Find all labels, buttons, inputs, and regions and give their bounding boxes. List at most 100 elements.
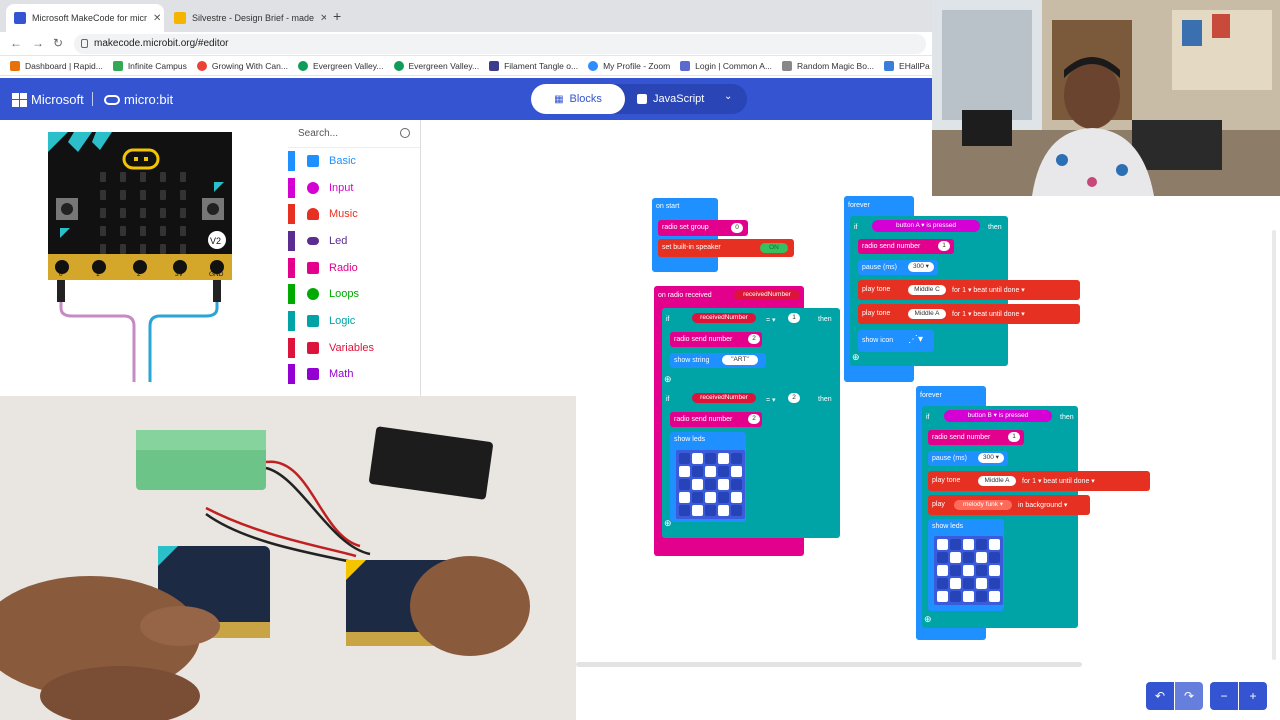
led-cell[interactable] <box>692 479 703 490</box>
led-cell[interactable] <box>950 539 961 550</box>
category-basic[interactable]: Basic <box>288 148 420 174</box>
led-cell[interactable] <box>937 591 948 602</box>
led-cell[interactable] <box>937 578 948 589</box>
tab-makecode[interactable]: Microsoft MakeCode for micr ✕ <box>6 4 164 32</box>
pause-block[interactable]: pause (ms) 300 ▾ <box>928 451 1008 466</box>
led-cell[interactable] <box>679 466 690 477</box>
led-cell[interactable] <box>976 552 987 563</box>
blocks-workspace[interactable]: on start radio set group 0 set built-in … <box>576 120 1280 720</box>
bookmark[interactable]: Evergreen Valley... <box>297 60 384 71</box>
category-input[interactable]: Input <box>288 175 420 201</box>
led-cell[interactable] <box>679 505 690 516</box>
show-icon-block[interactable]: show icon ⋰▾ <box>858 330 934 352</box>
led-cell[interactable] <box>976 591 987 602</box>
close-icon[interactable]: ✕ <box>153 12 162 24</box>
led-cell[interactable] <box>718 466 729 477</box>
led-cell[interactable] <box>718 479 729 490</box>
led-cell[interactable] <box>976 539 987 550</box>
led-cell[interactable] <box>679 479 690 490</box>
microbit-logo[interactable]: micro:bit <box>104 92 173 107</box>
led-cell[interactable] <box>731 505 742 516</box>
back-icon[interactable]: ← <box>10 36 22 50</box>
led-cell[interactable] <box>731 492 742 503</box>
play-tone-block[interactable]: play tone Middle C for 1 ▾ beat until do… <box>858 280 1080 300</box>
add-icon[interactable]: ⊕ <box>924 614 932 624</box>
led-cell[interactable] <box>963 539 974 550</box>
vertical-scrollbar[interactable] <box>1272 230 1276 660</box>
led-cell[interactable] <box>692 453 703 464</box>
play-tone-block[interactable]: play tone Middle A for 1 ▾ beat until do… <box>858 304 1080 324</box>
led-cell[interactable] <box>731 479 742 490</box>
add-icon[interactable]: ⊕ <box>664 518 672 528</box>
bookmark[interactable]: Growing With Can... <box>196 60 288 71</box>
led-cell[interactable] <box>976 578 987 589</box>
radio-set-group-block[interactable]: radio set group 0 <box>658 220 748 236</box>
radio-send-number-block[interactable]: radio send number 2 <box>670 412 762 427</box>
tab-design-brief[interactable]: Silvestre - Design Brief - made ✕ <box>166 4 326 32</box>
led-cell[interactable] <box>989 591 1000 602</box>
icon-picker-icon[interactable]: ⋰▾ <box>908 334 924 345</box>
close-icon[interactable]: ✕ <box>320 12 326 24</box>
led-cell[interactable] <box>976 565 987 576</box>
led-cell[interactable] <box>705 453 716 464</box>
bookmark[interactable]: Evergreen Valley... <box>393 60 479 71</box>
pause-block[interactable]: pause (ms) 300 ▾ <box>858 260 938 275</box>
led-cell[interactable] <box>989 578 1000 589</box>
bookmark[interactable]: My Profile - Zoom <box>588 60 670 71</box>
led-cell[interactable] <box>989 552 1000 563</box>
led-cell[interactable] <box>718 453 729 464</box>
led-cell[interactable] <box>963 552 974 563</box>
radio-send-number-block[interactable]: radio send number 1 <box>928 430 1024 445</box>
bookmark[interactable]: EHallPa <box>884 60 930 71</box>
search-icon[interactable] <box>400 128 410 138</box>
led-cell[interactable] <box>718 492 729 503</box>
led-cell[interactable] <box>692 466 703 477</box>
chevron-down-icon[interactable]: ⌄ <box>724 91 733 102</box>
category-loops[interactable]: Loops <box>288 281 420 307</box>
undo-icon[interactable]: ↶ <box>1146 682 1174 710</box>
led-cell[interactable] <box>705 505 716 516</box>
pin-gnd[interactable] <box>210 260 224 274</box>
microbit-simulator[interactable]: V2 0 1 2 3V GND <box>0 120 288 396</box>
play-melody-block[interactable]: play melody funk ▾ in background ▾ <box>928 495 1090 515</box>
horizontal-scrollbar[interactable] <box>576 662 1082 667</box>
led-cell[interactable] <box>989 565 1000 576</box>
add-icon[interactable]: ⊕ <box>664 374 672 384</box>
led-cell[interactable] <box>705 466 716 477</box>
pin-0[interactable] <box>55 260 69 274</box>
led-cell[interactable] <box>692 505 703 516</box>
set-speaker-block[interactable]: set built-in speaker ON <box>658 239 794 257</box>
led-cell[interactable] <box>950 552 961 563</box>
pin-3v[interactable] <box>173 260 187 274</box>
category-logic[interactable]: Logic <box>288 308 420 334</box>
play-tone-block[interactable]: play tone Middle A for 1 ▾ beat until do… <box>928 471 1150 491</box>
reload-icon[interactable]: ↻ <box>53 36 64 50</box>
javascript-button[interactable]: JavaScript <box>637 84 717 114</box>
category-led[interactable]: Led <box>288 228 420 254</box>
led-cell[interactable] <box>692 492 703 503</box>
led-cell[interactable] <box>989 539 1000 550</box>
show-string-block[interactable]: show string "ART" <box>670 353 766 368</box>
led-cell[interactable] <box>963 578 974 589</box>
led-grid[interactable] <box>934 536 1003 605</box>
redo-icon[interactable]: ↷ <box>1175 682 1203 710</box>
category-music[interactable]: Music <box>288 201 420 227</box>
led-cell[interactable] <box>950 565 961 576</box>
radio-send-number-block[interactable]: radio send number 1 <box>858 239 954 254</box>
add-icon[interactable]: ⊕ <box>852 352 860 362</box>
led-cell[interactable] <box>937 552 948 563</box>
pin-2[interactable] <box>133 260 147 274</box>
category-radio[interactable]: Radio <box>288 255 420 281</box>
led-cell[interactable] <box>963 591 974 602</box>
led-grid[interactable] <box>676 450 745 519</box>
led-cell[interactable] <box>937 565 948 576</box>
microsoft-logo[interactable]: Microsoft <box>12 92 84 107</box>
new-tab-icon[interactable]: + <box>333 8 342 24</box>
bookmark[interactable]: Dashboard | Rapid... <box>10 60 103 71</box>
led-cell[interactable] <box>679 492 690 503</box>
zoom-out-icon[interactable]: − <box>1210 682 1238 710</box>
led-cell[interactable] <box>679 453 690 464</box>
bookmark[interactable]: Random Magic Bo... <box>782 60 874 71</box>
led-cell[interactable] <box>731 466 742 477</box>
blocks-button[interactable]: ▦ Blocks <box>531 84 625 114</box>
